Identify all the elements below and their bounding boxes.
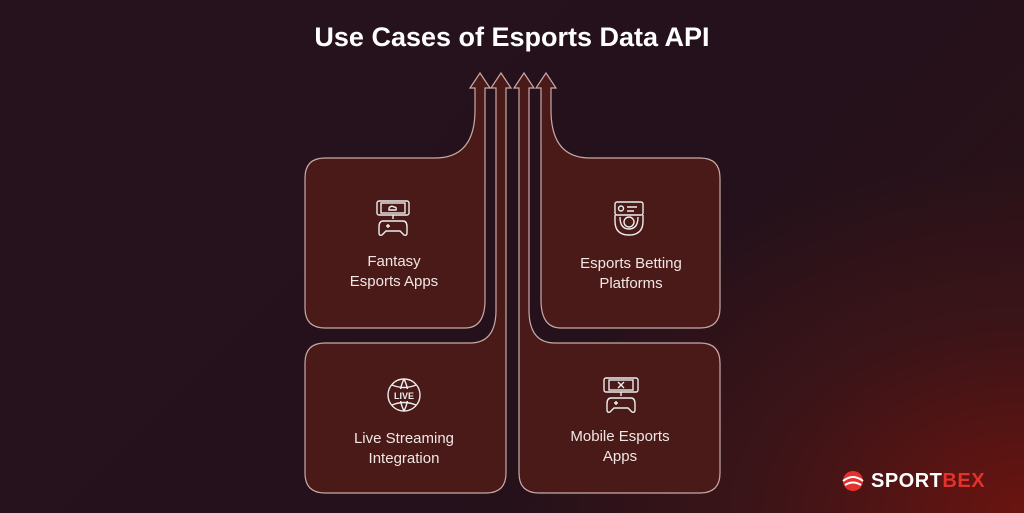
- card-live-label: Live Streaming Integration: [304, 429, 504, 469]
- logo-text-bex: BEX: [942, 469, 986, 492]
- globe-logo-icon: [842, 471, 864, 491]
- svg-text:LIVE: LIVE: [394, 391, 414, 401]
- label-line: Live Streaming: [353, 430, 455, 447]
- sportbex-logo: SPORTBEX: [840, 469, 985, 493]
- label-line: Fantasy: [367, 253, 421, 270]
- label-line: Integration: [368, 450, 440, 467]
- betting-chip-icon: [614, 201, 644, 236]
- card-mobile-label: Mobile Esports Apps: [520, 427, 720, 467]
- card-betting-shape: [534, 71, 721, 329]
- card-mobile-shape: [512, 71, 721, 494]
- live-globe-icon: LIVE: [387, 378, 421, 412]
- page-title: Use Cases of Esports Data API: [314, 22, 710, 52]
- label-line: Esports Apps: [349, 273, 439, 290]
- label-line: Mobile Esports: [570, 428, 670, 445]
- logo-text-sport: SPORT: [871, 469, 943, 492]
- card-betting-label: Esports Betting Platforms: [531, 254, 731, 294]
- card-live-shape: [304, 71, 513, 494]
- label-line: Apps: [602, 448, 638, 465]
- label-line: Platforms: [599, 275, 663, 292]
- phone-gamepad-icon: [376, 200, 410, 236]
- mobile-gamepad-icon: [603, 377, 639, 413]
- label-line: Esports Betting: [580, 255, 682, 272]
- card-fantasy-label: Fantasy Esports Apps: [294, 252, 494, 292]
